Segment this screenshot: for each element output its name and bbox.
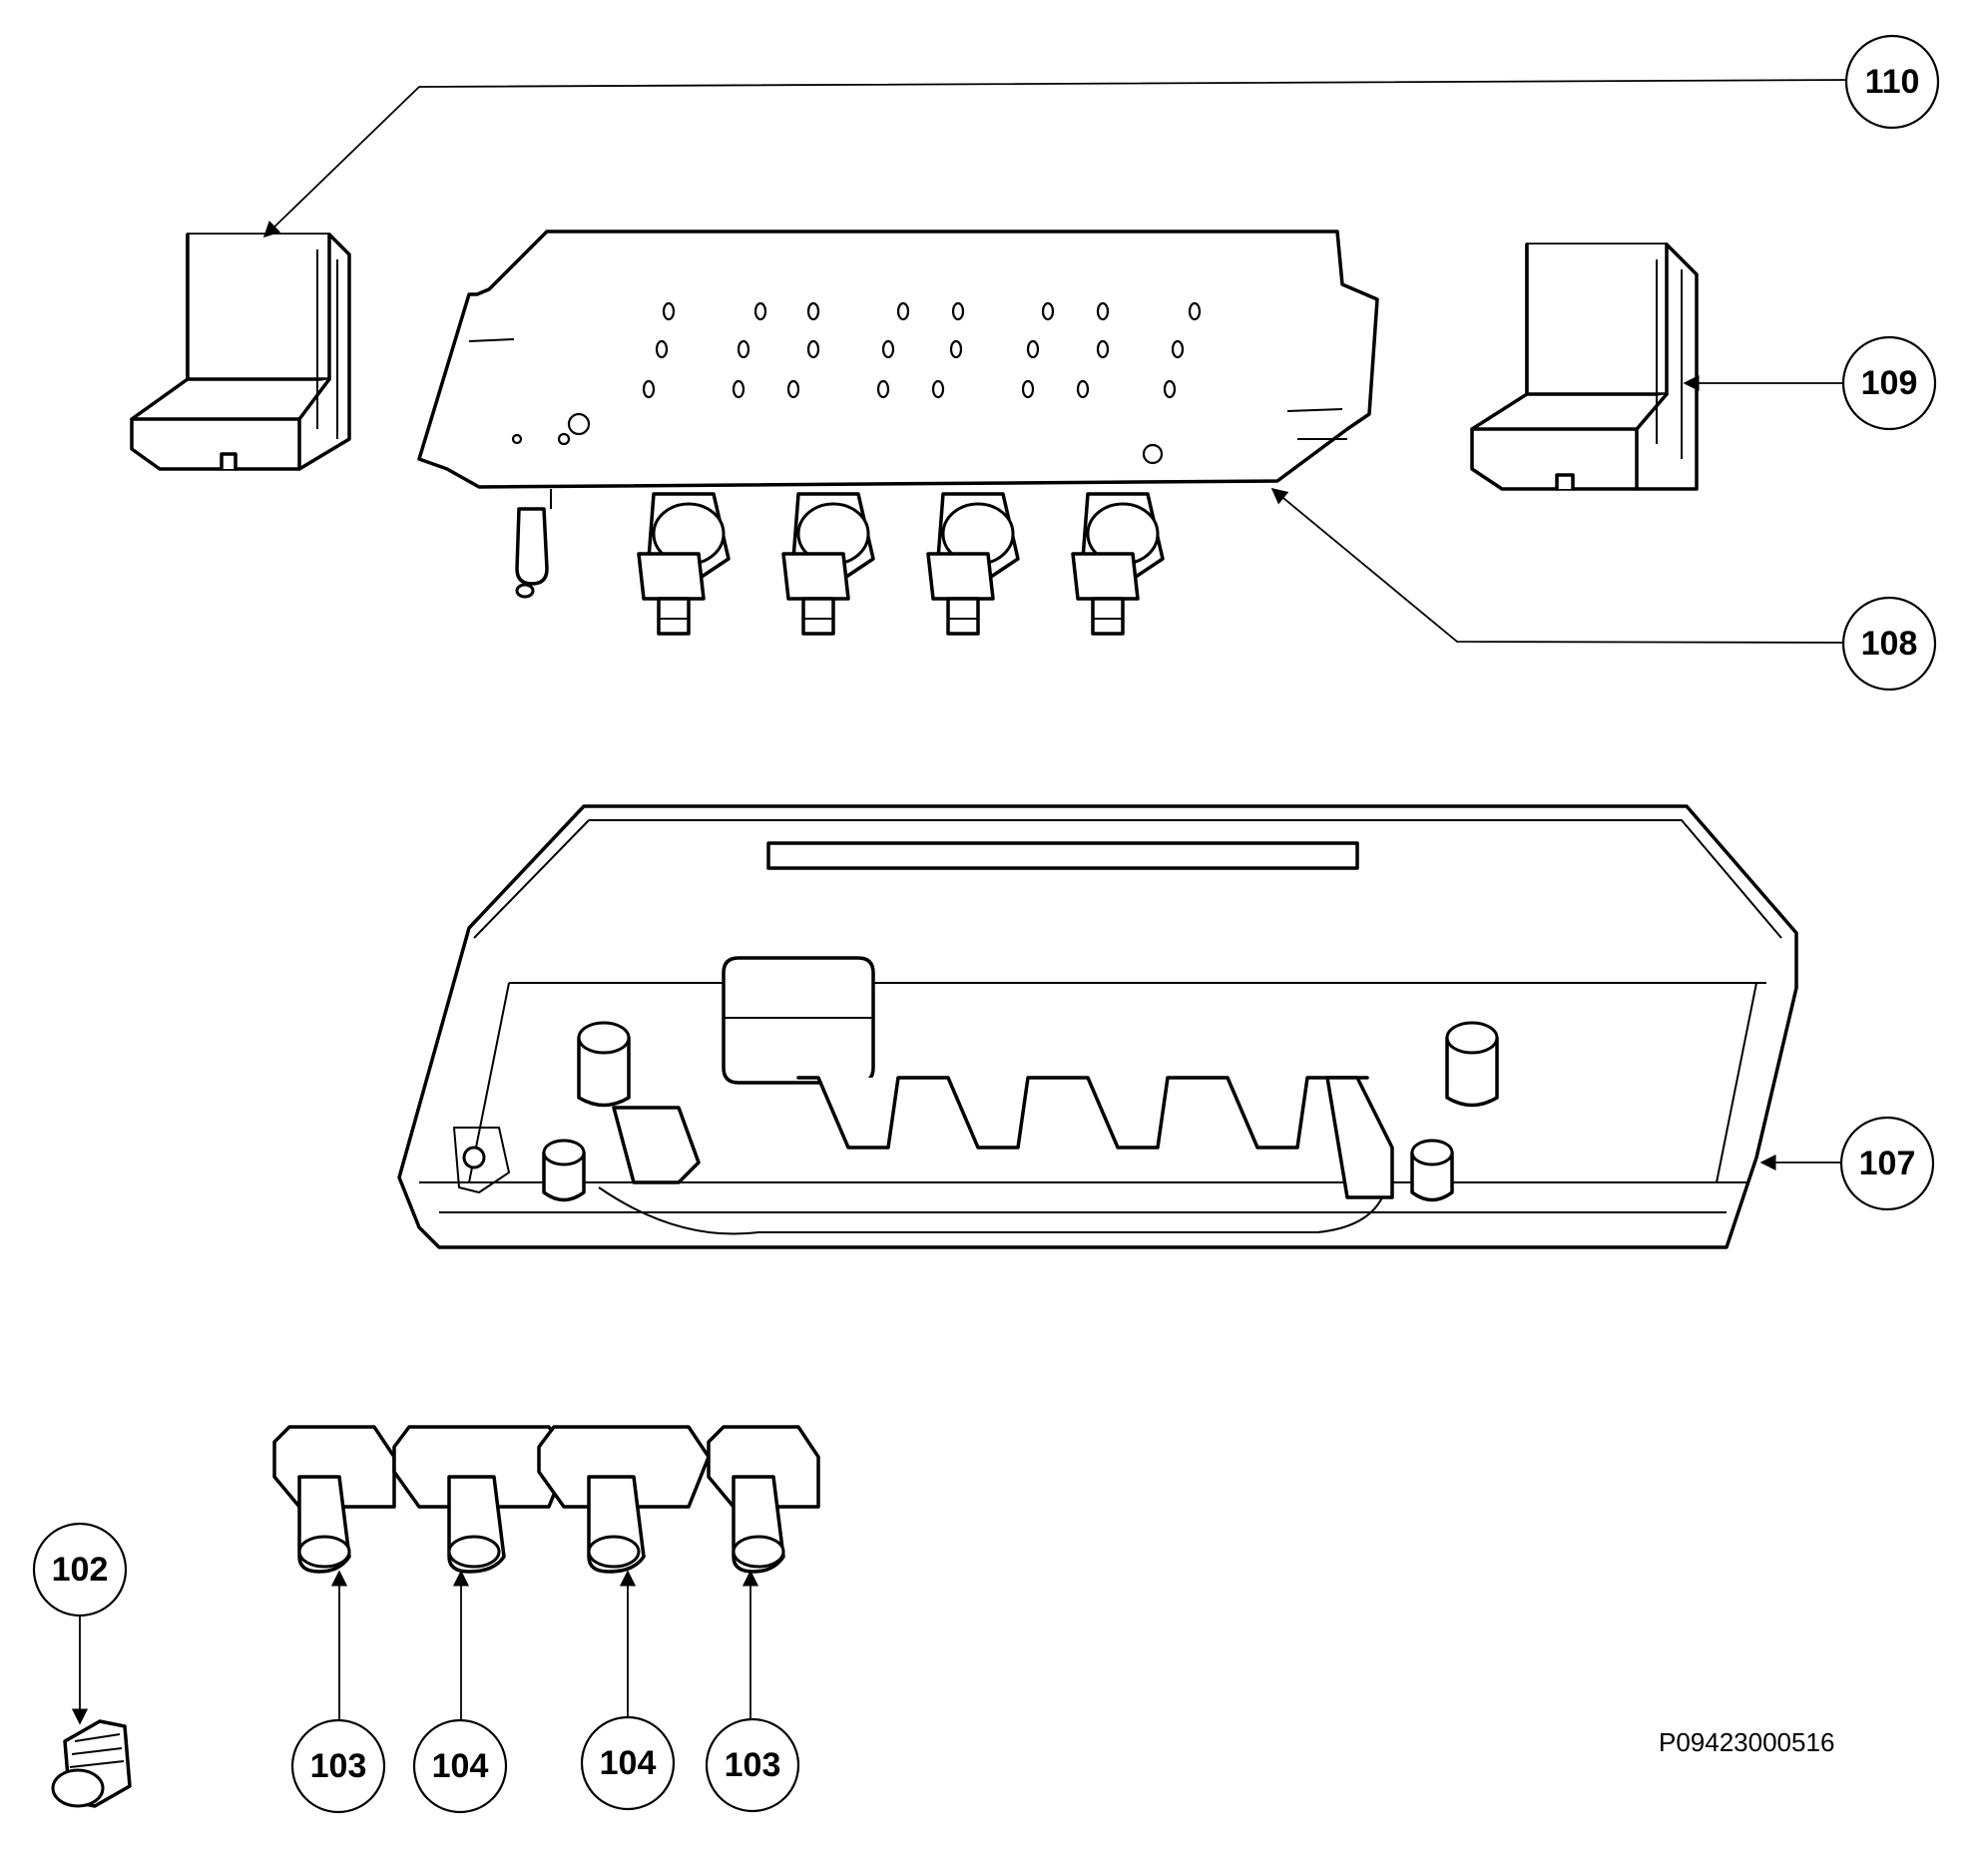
callout-label: 107 xyxy=(1859,1145,1916,1182)
button-key-103-right xyxy=(707,1425,820,1574)
callout-label: 104 xyxy=(600,1744,657,1782)
callout-label: 103 xyxy=(310,1747,367,1785)
button-key-104-left xyxy=(392,1425,571,1574)
callout-label: 103 xyxy=(725,1746,781,1784)
rotary-switch-1 xyxy=(637,492,731,636)
callout-103-left[interactable]: 103 xyxy=(290,1718,386,1814)
end-cap-left xyxy=(130,232,351,471)
callout-104-right[interactable]: 104 xyxy=(580,1715,676,1811)
callout-label: 102 xyxy=(52,1551,109,1589)
callout-103-right[interactable]: 103 xyxy=(705,1717,800,1813)
housing xyxy=(397,804,1798,1249)
callout-104-left[interactable]: 104 xyxy=(412,1718,508,1814)
knob xyxy=(51,1719,132,1808)
rotary-switch-3 xyxy=(926,492,1020,636)
callout-label: 104 xyxy=(432,1747,489,1785)
pcb-slots xyxy=(511,301,1202,465)
callout-102[interactable]: 102 xyxy=(32,1522,128,1618)
callout-label: 109 xyxy=(1861,364,1918,402)
led-post xyxy=(515,489,552,599)
end-cap-right xyxy=(1470,242,1699,491)
circuit-board xyxy=(417,230,1379,636)
button-key-103-left xyxy=(272,1425,396,1574)
callout-108[interactable]: 108 xyxy=(1841,596,1937,692)
callout-110[interactable]: 110 xyxy=(1844,34,1940,130)
button-key-strip xyxy=(272,1425,820,1574)
rotary-switch-2 xyxy=(781,492,875,636)
button-key-104-right xyxy=(537,1425,711,1574)
callout-label: 110 xyxy=(1865,63,1920,101)
callout-107[interactable]: 107 xyxy=(1839,1116,1935,1211)
leader-lines xyxy=(71,79,1857,1725)
housing-center-block xyxy=(722,956,875,1085)
callout-label: 108 xyxy=(1861,625,1918,663)
callout-109[interactable]: 109 xyxy=(1841,335,1937,431)
rotary-switch-4 xyxy=(1071,492,1165,636)
drawing-code: P09423000516 xyxy=(1659,1727,1834,1757)
housing-bosses xyxy=(453,1021,1499,1202)
